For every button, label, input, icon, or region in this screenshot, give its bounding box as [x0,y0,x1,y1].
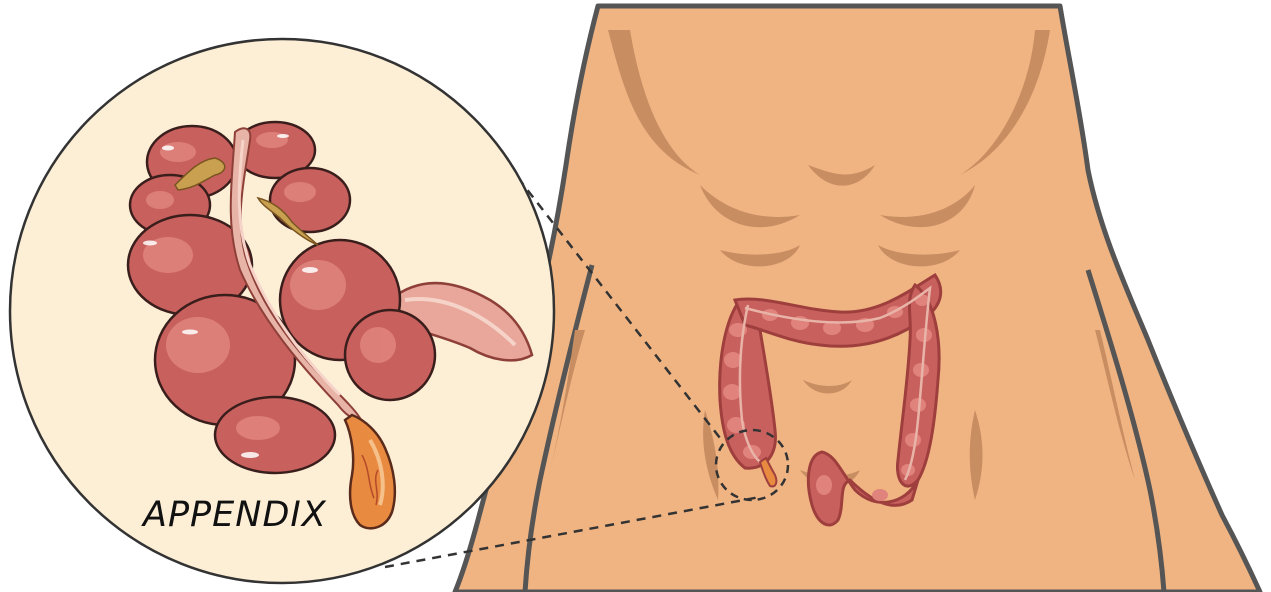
torso-body [455,6,1260,592]
segment-top-right [270,168,350,232]
human-torso [455,6,1260,592]
appendix-inset: APPENDIX [10,39,554,583]
appendix-label: APPENDIX [141,495,327,535]
